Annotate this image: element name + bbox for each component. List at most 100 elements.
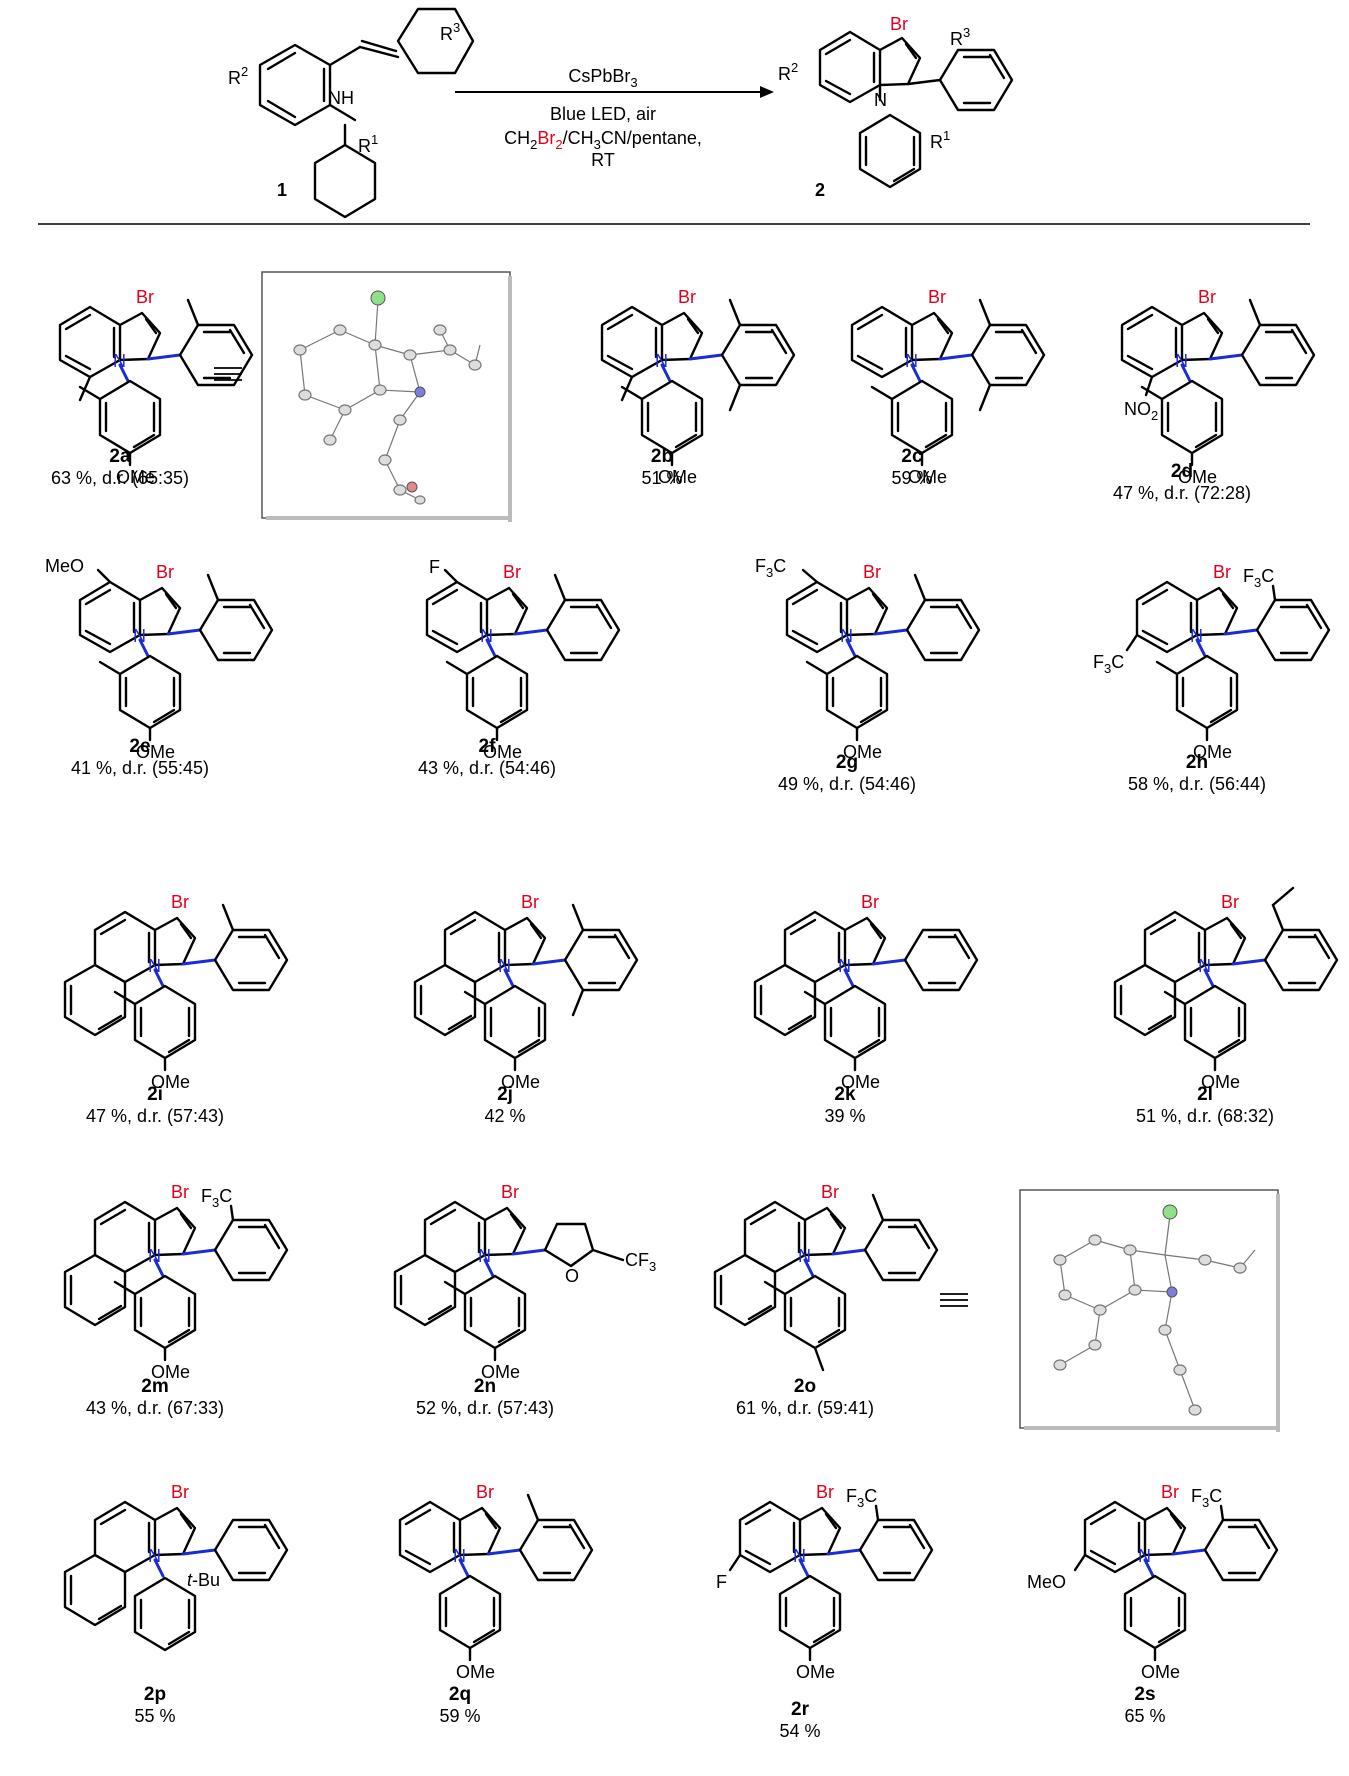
nitrogen-label-2j: N xyxy=(498,956,511,976)
ortho-methyl-2q xyxy=(526,1493,540,1522)
bromine-label-2r: Br xyxy=(816,1482,834,1502)
nitrogen-label-2i: N xyxy=(148,956,161,976)
core-2k xyxy=(753,910,887,1037)
nitrogen-label-2a: N xyxy=(113,351,126,371)
new-bond-c2-2c xyxy=(938,353,974,361)
compound-yield-2r: 54 % xyxy=(779,1721,820,1741)
new-bond-c2-2q xyxy=(486,1548,522,1556)
bromine-label-2l: Br xyxy=(1221,892,1239,912)
compound-id-2q: 2q xyxy=(449,1684,471,1705)
n-aryl-2o xyxy=(783,1274,847,1350)
crystal-structure-2a xyxy=(261,271,512,522)
c2-aryl-2d xyxy=(1240,323,1316,387)
c7-methyl-2a xyxy=(78,375,92,402)
ortho-methyl-2c xyxy=(978,298,992,327)
compound-id-2m: 2m xyxy=(141,1376,168,1397)
c2-aryl-2m xyxy=(213,1218,289,1282)
new-bond-n-2a xyxy=(118,363,130,383)
c6-f-bond-2r xyxy=(728,1553,742,1572)
n-aryl-2a xyxy=(98,379,162,455)
c2-aryl-2c xyxy=(970,323,1046,387)
reaction-scheme: R2 NH R1 R3 1 CsPbBr3 Blue LED, air CH2B… xyxy=(228,7,1014,219)
cf3-label-2h: F3C xyxy=(1243,566,1274,590)
n-aryl-2r xyxy=(778,1574,842,1650)
new-bond-n-2c xyxy=(910,363,922,383)
core-2i xyxy=(63,910,197,1037)
ome-label-2a: OMe xyxy=(116,467,155,487)
core-2g xyxy=(785,580,889,654)
new-bond-n-2q xyxy=(458,1558,470,1578)
compound-id-2i: 2i xyxy=(147,1084,163,1105)
c2-aryl-2p xyxy=(213,1518,289,1582)
new-bond-n-2o xyxy=(803,1258,815,1278)
n-aryl-methyl-2h xyxy=(1155,660,1179,676)
c2-aryl-2k xyxy=(903,928,979,992)
bromine-label-2b: Br xyxy=(678,287,696,307)
meo-label-2e: MeO xyxy=(45,556,84,576)
core-2r xyxy=(738,1500,842,1574)
ome-label-2r: OMe xyxy=(796,1662,835,1682)
nitrogen-label-2e: N xyxy=(133,626,146,646)
ome-label-2j: OMe xyxy=(501,1072,540,1092)
reactant-id: 1 xyxy=(277,180,287,200)
oxygen-label-2n: O xyxy=(565,1266,579,1286)
nitrogen-label-2f: N xyxy=(480,626,493,646)
c2-aryl-2f xyxy=(545,598,621,662)
compound-id-2h: 2h xyxy=(1186,752,1208,773)
compound-id-2o: 2o xyxy=(794,1376,816,1397)
ortho-methyl-2d xyxy=(1248,298,1262,327)
compound-id-2a: 2a xyxy=(109,446,131,467)
nitrogen-label-2m: N xyxy=(148,1246,161,1266)
compound-id-2n: 2n xyxy=(474,1376,496,1397)
core-2o xyxy=(713,1200,847,1327)
n-aryl-methyl-2j xyxy=(463,990,487,1006)
tbu-label-2p: t-Bu xyxy=(187,1570,220,1590)
nitrogen-label-2b: N xyxy=(655,351,668,371)
nitrogen-label-2h: N xyxy=(1190,626,1203,646)
core-2s xyxy=(1083,1500,1187,1574)
cf3-bond-2m xyxy=(229,1204,235,1222)
compound-id-2f: 2f xyxy=(479,736,497,757)
ortho-methyl-2f xyxy=(553,573,567,602)
compound-id-2s: 2s xyxy=(1134,1684,1155,1705)
ome-label-2d: OMe xyxy=(1178,467,1217,487)
compound-yield-2c: 59 % xyxy=(891,468,932,488)
ome-label-2s: OMe xyxy=(1141,1662,1180,1682)
c2-aryl-2h xyxy=(1255,598,1331,662)
compound-yield-2j: 42 % xyxy=(484,1106,525,1126)
condition-solvent: CH2Br2/CH3CN/pentane, xyxy=(504,128,702,152)
compound-yield-2i: 47 %, d.r. (57:43) xyxy=(86,1106,224,1126)
new-bond-c2-2r xyxy=(826,1548,862,1556)
fluoro-label-2f: F xyxy=(429,557,440,577)
new-bond-c2-2s xyxy=(1171,1548,1207,1556)
new-bond-c2-2f xyxy=(513,628,549,636)
new-bond-c2-2h xyxy=(1223,628,1259,636)
bromine-label-2d: Br xyxy=(1198,287,1216,307)
n-aryl-2i xyxy=(133,984,197,1060)
product-br: Br xyxy=(890,14,908,34)
n-aryl-methyl-2l xyxy=(1163,990,1187,1006)
no2-label-2d: NO2 xyxy=(1124,399,1158,423)
core-2c xyxy=(850,305,954,379)
compound-id-2d: 2d xyxy=(1171,461,1193,482)
compound-id-2j: 2j xyxy=(497,1084,513,1105)
no2-bond-2d xyxy=(1144,375,1154,397)
compound-yield-2n: 52 %, d.r. (57:43) xyxy=(416,1398,554,1418)
core-2d xyxy=(1120,305,1224,379)
c2-aryl-2o xyxy=(863,1218,939,1282)
bromine-label-2i: Br xyxy=(171,892,189,912)
compound-id-2l: 2l xyxy=(1197,1084,1213,1105)
bromine-label-2n: Br xyxy=(501,1182,519,1202)
reaction-arrow-head xyxy=(760,86,774,98)
nitrogen-label-2o: N xyxy=(798,1246,811,1266)
condition-reagent: CsPbBr3 xyxy=(568,66,637,90)
core-2n xyxy=(393,1200,527,1327)
new-bond-c2-2k xyxy=(871,958,907,966)
equivalence-sign-2o xyxy=(940,1293,968,1307)
